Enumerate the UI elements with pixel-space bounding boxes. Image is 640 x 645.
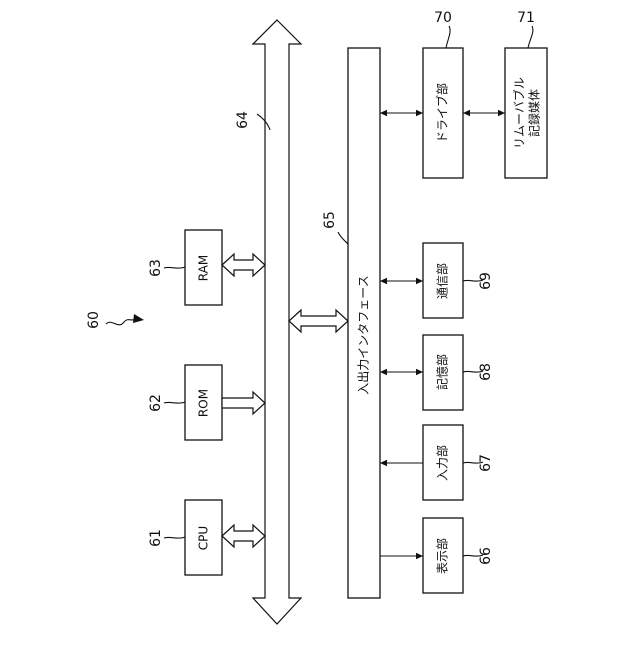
communication-block: 通信部 69 (423, 243, 494, 318)
cpu-ref: 61 (148, 529, 164, 547)
display-block: 表示部 66 (423, 518, 494, 593)
rom-bus-arrow (222, 392, 265, 414)
system-ref-60: 60 (86, 311, 144, 329)
bus-ref: 64 (235, 111, 251, 129)
cpu-bus-arrow (222, 525, 265, 547)
svg-text:記憶部: 記憶部 (435, 354, 450, 390)
svg-text:RAM: RAM (197, 255, 211, 281)
bus-interface-arrow (289, 310, 348, 332)
svg-text:表示部: 表示部 (435, 538, 450, 574)
rom-ref: 62 (148, 394, 164, 412)
svg-text:リムーバブル: リムーバブル (512, 77, 527, 149)
svg-text:通信部: 通信部 (435, 263, 450, 299)
drive-ref: 70 (434, 10, 452, 26)
storage-block: 記憶部 68 (423, 335, 494, 410)
svg-text:CPU: CPU (197, 526, 211, 550)
interface-ref: 65 (322, 211, 338, 229)
svg-text:記録媒体: 記録媒体 (527, 89, 542, 137)
rom-block: ROM 62 (148, 365, 222, 440)
drive-block: ドライブ部 70 (423, 10, 463, 178)
svg-text:ROM: ROM (197, 389, 211, 417)
removable-media-block: リムーバブル 記録媒体 71 (505, 10, 547, 178)
svg-text:入力部: 入力部 (435, 445, 450, 481)
svg-text:入出力インタフェース: 入出力インタフェース (357, 275, 371, 394)
svg-text:60: 60 (86, 311, 102, 329)
ram-bus-arrow (222, 254, 265, 276)
input-block: 入力部 67 (423, 425, 494, 500)
svg-text:ドライブ部: ドライブ部 (435, 83, 450, 143)
cpu-block: CPU 61 (148, 500, 222, 575)
ram-block: RAM 63 (148, 230, 222, 305)
ram-ref: 63 (148, 259, 164, 277)
media-ref: 71 (517, 10, 535, 26)
